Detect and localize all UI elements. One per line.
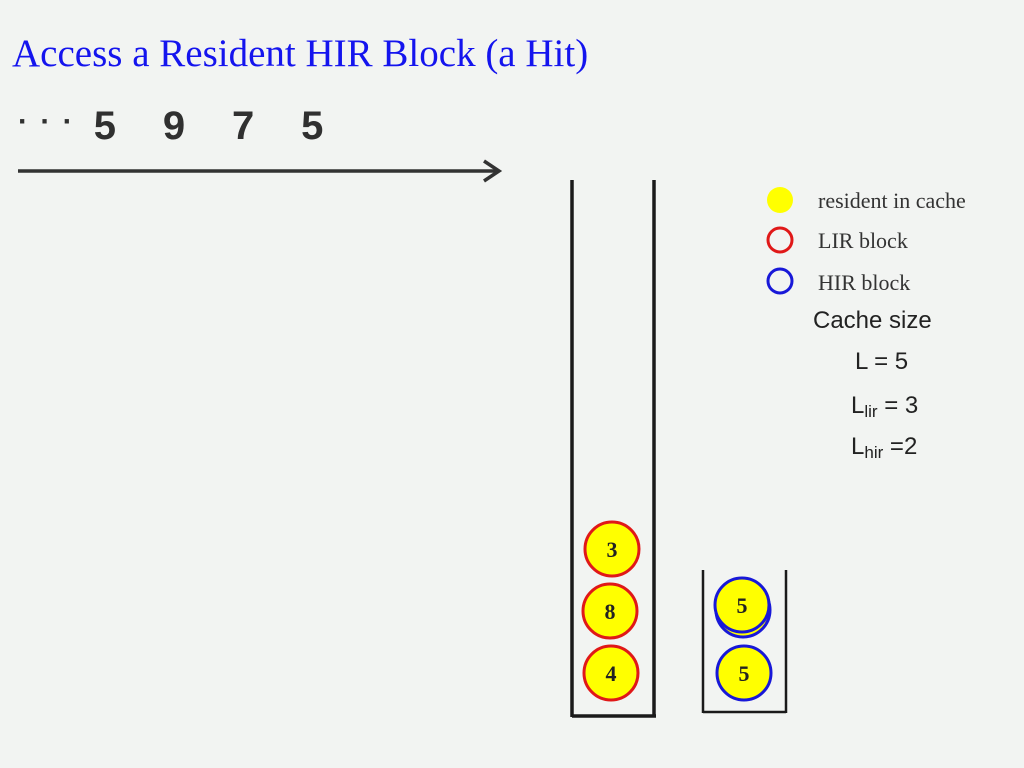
block-hir-5-bottom: 5 [715, 644, 773, 702]
legend-resident-marker [767, 187, 793, 213]
block-hir-5-top: 5 [713, 576, 772, 639]
sequence-arrow [18, 159, 503, 183]
cache-size-hir: Lhir =2 [851, 433, 918, 462]
legend-hir-label: HIR block [818, 270, 911, 295]
block-lir-3: 3 [583, 520, 641, 578]
sequence-item: 5 [301, 104, 324, 148]
cache-size-total: L = 5 [855, 348, 909, 375]
stack-q [701, 570, 788, 714]
access-sequence: · · · 5 9 7 5 [18, 106, 359, 146]
block-label: 4 [606, 661, 617, 686]
block-lir-4: 4 [582, 644, 640, 702]
sequence-item: 5 [93, 104, 117, 148]
sequence-item: 7 [232, 104, 255, 148]
stack-s [570, 180, 656, 718]
sequence-item: 9 [162, 104, 186, 148]
block-label: 5 [739, 661, 750, 686]
block-label: 5 [737, 593, 748, 618]
sequence-ellipsis: · · · [18, 105, 75, 138]
block-lir-8: 8 [581, 582, 639, 640]
block-label: 8 [605, 599, 616, 624]
cache-size-lir: Llir = 3 [851, 392, 919, 421]
legend-lir-label: LIR block [818, 228, 908, 253]
legend-hir-marker [766, 267, 794, 295]
legend-lir-marker [766, 226, 794, 254]
block-label: 3 [607, 537, 618, 562]
legend-resident-label: resident in cache [818, 188, 966, 213]
cache-size-heading: Cache size [813, 307, 932, 334]
slide-title: Access a Resident HIR Block (a Hit) [12, 32, 589, 75]
